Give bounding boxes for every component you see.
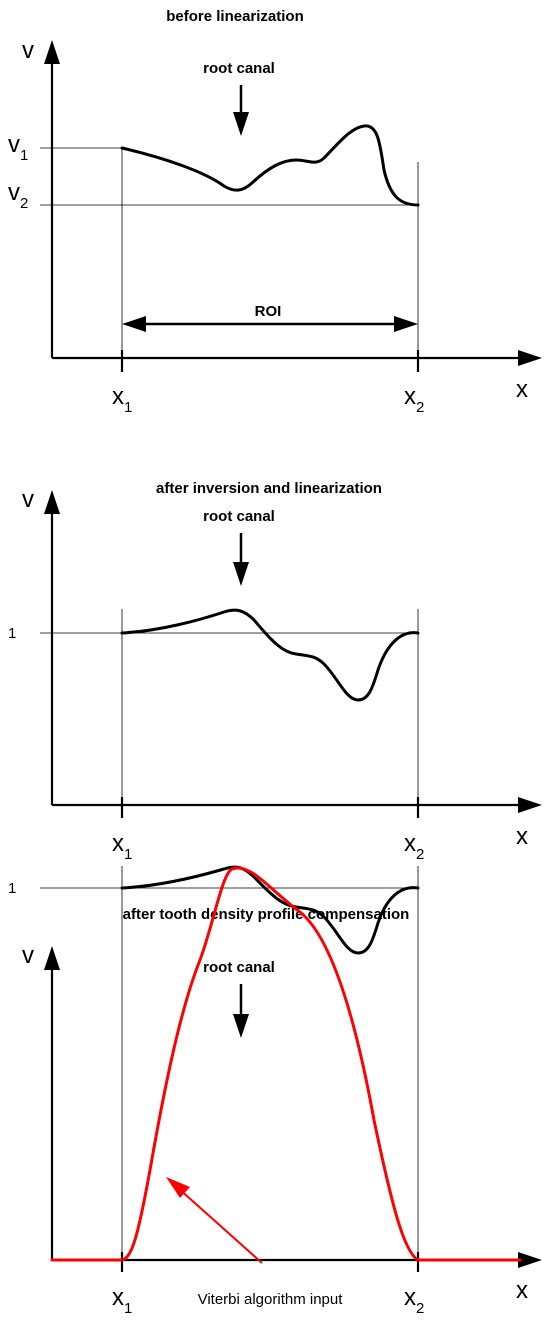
profile-curve (120, 124, 420, 207)
viterbi-label: Viterbi algorithm input (198, 1291, 344, 1308)
x1-label: x1 (112, 1284, 132, 1317)
x-axis-label: x (516, 376, 528, 403)
one-label: 1 (8, 880, 16, 897)
root-canal-arrowhead (233, 1014, 249, 1038)
root-canal-arrowhead (233, 562, 249, 586)
root-canal-arrowhead (233, 112, 249, 136)
panel-before-linearization: before linearization v x v1 v2 x1 x2 ROI… (8, 8, 542, 416)
x2-label: x2 (404, 383, 424, 416)
y-axis-label: v (22, 942, 34, 969)
roi-arrowhead-right (394, 316, 418, 332)
panel-title: after inversion and linearization (156, 480, 382, 497)
panel-title: before linearization (166, 8, 304, 25)
roi-label: ROI (255, 303, 282, 320)
x1-label: x1 (112, 383, 132, 416)
v1-label: v1 (8, 131, 28, 164)
panel-title: after tooth density profile compensation (123, 906, 410, 923)
x2-label: x2 (404, 830, 424, 863)
panel-after-inversion: after inversion and linearization v x 1 … (8, 480, 542, 863)
x-axis-arrowhead (518, 797, 542, 813)
one-label: 1 (8, 625, 16, 642)
panel-after-compensation: after tooth density profile compensation… (8, 865, 542, 1317)
root-canal-label: root canal (203, 508, 275, 525)
v2-label: v2 (8, 179, 28, 212)
y-axis-label: v (22, 486, 34, 513)
x-axis-label: x (516, 823, 528, 850)
viterbi-arrow-shaft (177, 1187, 263, 1264)
y-axis-label: v (22, 37, 34, 64)
x1-label: x1 (112, 830, 132, 863)
root-canal-label: root canal (203, 959, 275, 976)
x2-label: x2 (404, 1284, 424, 1317)
viterbi-arrowhead (166, 1177, 190, 1198)
profile-curve (120, 865, 420, 955)
x-axis-arrowhead (518, 350, 542, 366)
y-axis-arrowhead (44, 40, 60, 64)
y-axis-arrowhead (44, 946, 60, 970)
root-canal-label: root canal (203, 60, 275, 77)
profile-curve (120, 608, 420, 702)
viterbi-input-curve (50, 866, 522, 1262)
roi-arrowhead-left (122, 316, 146, 332)
y-axis-arrowhead (44, 490, 60, 514)
x-axis-arrowhead (518, 1252, 542, 1268)
x-axis-label: x (516, 1277, 528, 1304)
